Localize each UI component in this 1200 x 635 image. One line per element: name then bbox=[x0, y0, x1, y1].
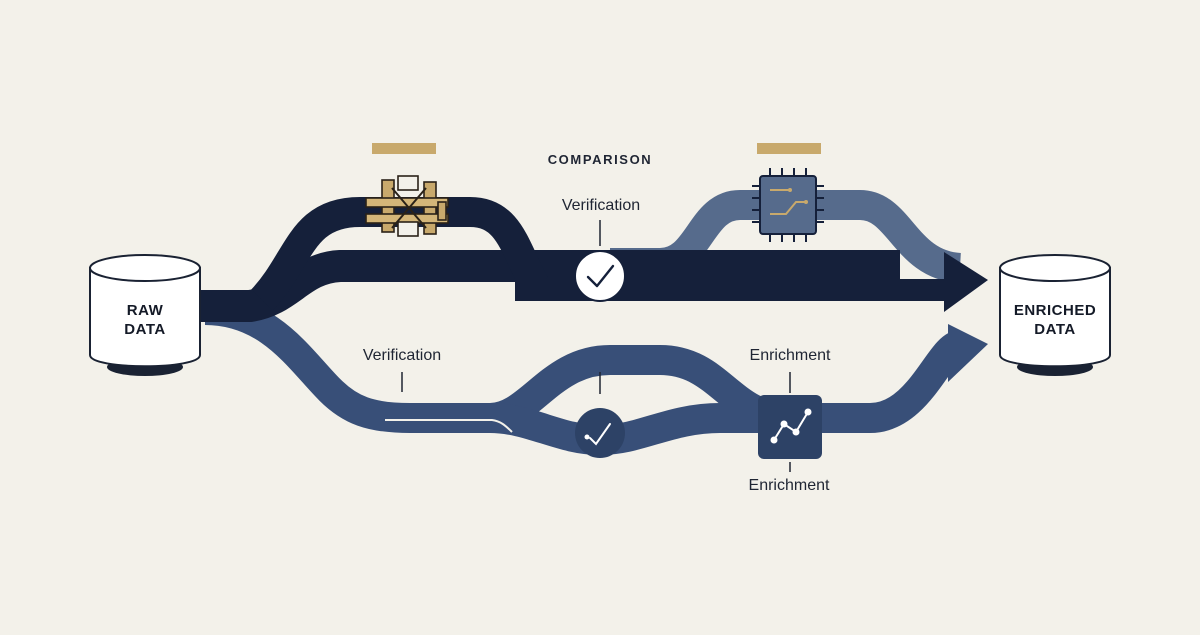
check-icon bbox=[574, 250, 626, 302]
comparison-label: COMPARISON bbox=[548, 152, 653, 167]
navy-filter-branch bbox=[250, 197, 549, 311]
enrichment-top-label: Enrichment bbox=[750, 347, 831, 364]
upper-navy-flow bbox=[195, 197, 950, 322]
lower-flow-highlight bbox=[385, 419, 513, 433]
raw-data-line2: DATA bbox=[124, 321, 165, 338]
gold-marker-right bbox=[757, 143, 821, 154]
enrichment-bottom-label: Enrichment bbox=[749, 477, 830, 494]
navy-trunk bbox=[195, 250, 900, 322]
verification-bottom-label: Verification bbox=[363, 347, 441, 364]
lower-flow-arrowhead bbox=[948, 324, 988, 382]
verification-top-label: Verification bbox=[562, 197, 640, 214]
line-chart-icon bbox=[758, 395, 822, 459]
gold-marker-left bbox=[372, 143, 436, 154]
enriched-data-store: ENRICHED DATA bbox=[999, 254, 1111, 376]
upper-flow-arrowhead bbox=[944, 252, 988, 312]
lower-flow-under-branch bbox=[489, 403, 790, 455]
enriched-data-line2: DATA bbox=[1034, 321, 1075, 338]
raw-data-store: RAW DATA bbox=[89, 254, 201, 376]
mechanical-filter-icon bbox=[365, 175, 449, 237]
chip-icon bbox=[752, 168, 824, 242]
small-check-icon bbox=[575, 408, 625, 458]
enriched-data-line1: ENRICHED bbox=[1014, 302, 1096, 319]
raw-data-line1: RAW bbox=[127, 302, 164, 319]
lower-flow-main bbox=[204, 295, 965, 433]
